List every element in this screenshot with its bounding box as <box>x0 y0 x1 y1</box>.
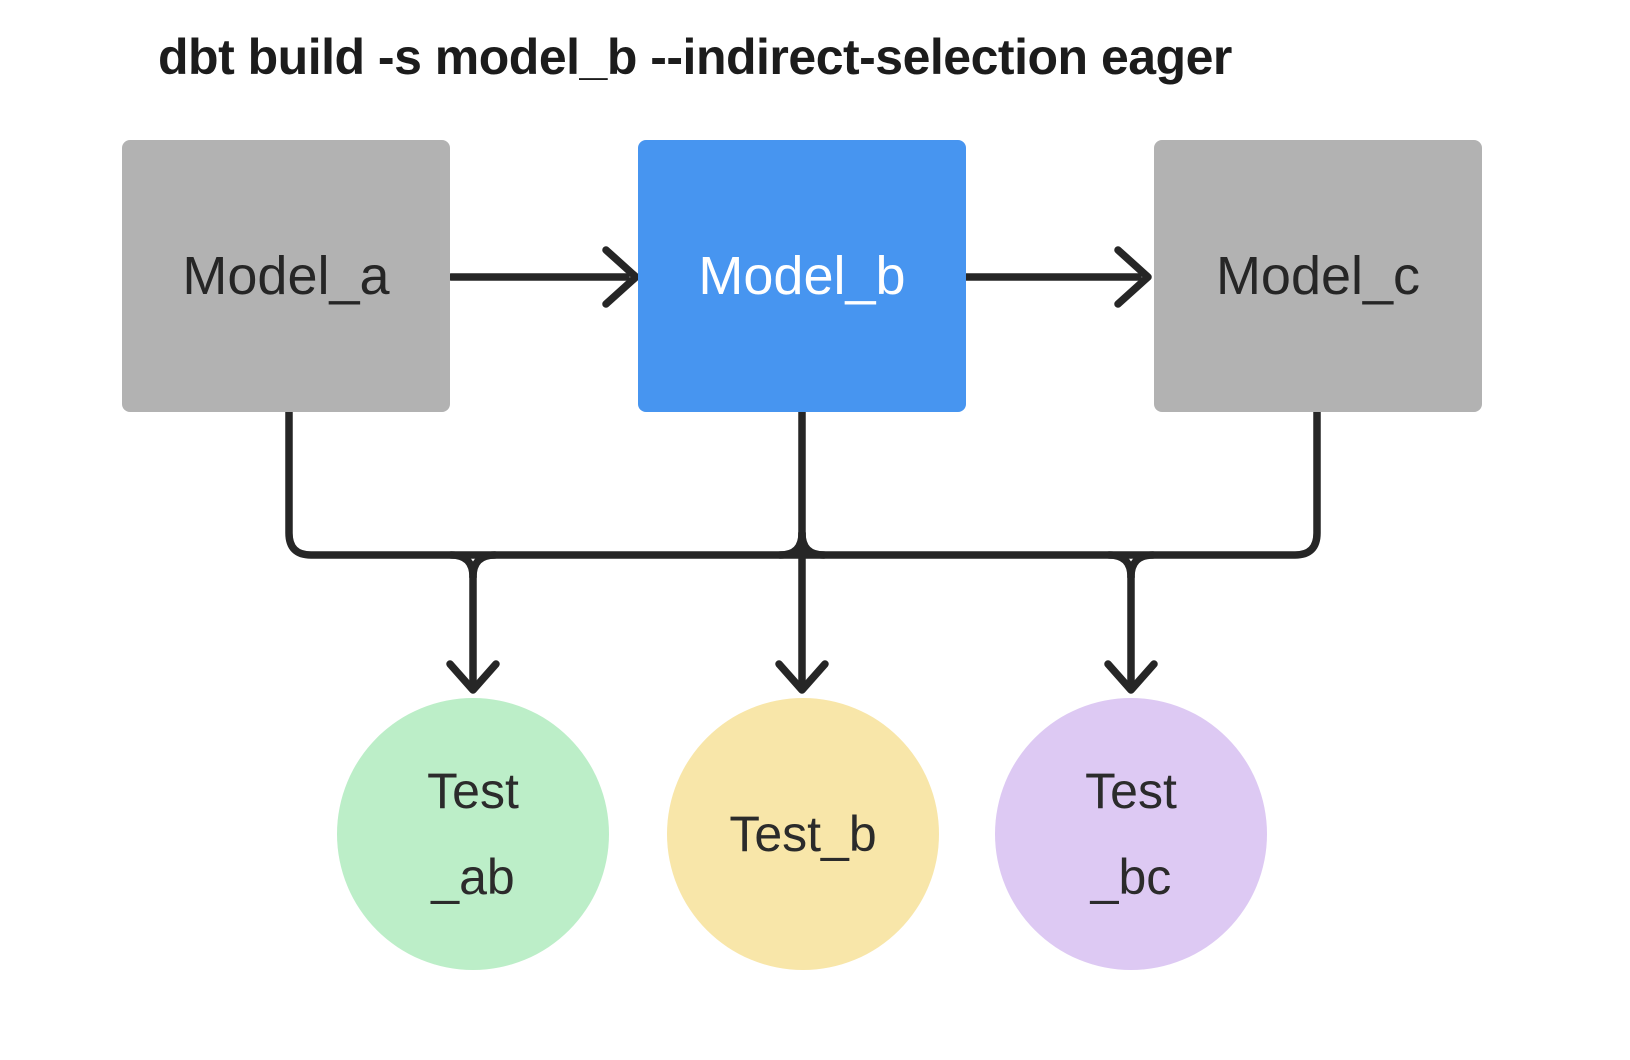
node-model-a-label: Model_a <box>182 246 390 306</box>
arrowhead-model-b-to-model-c <box>1114 246 1152 308</box>
node-test-ab: Test _ab <box>337 698 609 970</box>
arrowhead-test-b <box>775 660 829 694</box>
node-model-a: Model_a <box>122 140 450 412</box>
edge-branch-fillet-right-test-ab <box>469 551 499 581</box>
node-model-b-label: Model_b <box>698 246 906 306</box>
node-test-b-label: Test_b <box>729 806 877 862</box>
node-model-c: Model_c <box>1154 140 1482 412</box>
edge-branch-fillet-right-test-bc <box>1127 551 1157 581</box>
node-test-b: Test_b <box>667 698 939 970</box>
arrowhead-test-bc <box>1104 660 1158 694</box>
arrowhead-test-ab <box>446 660 500 694</box>
node-test-ab-label: Test _ab <box>427 763 519 905</box>
node-model-c-label: Model_c <box>1215 246 1421 306</box>
node-test-bc: Test _bc <box>995 698 1267 970</box>
node-test-bc-label: Test _bc <box>1085 763 1177 905</box>
arrowhead-model-a-to-model-b <box>602 246 640 308</box>
node-model-b-selected: Model_b <box>638 140 966 412</box>
diagram-title: dbt build -s model_b --indirect-selectio… <box>158 29 1232 85</box>
